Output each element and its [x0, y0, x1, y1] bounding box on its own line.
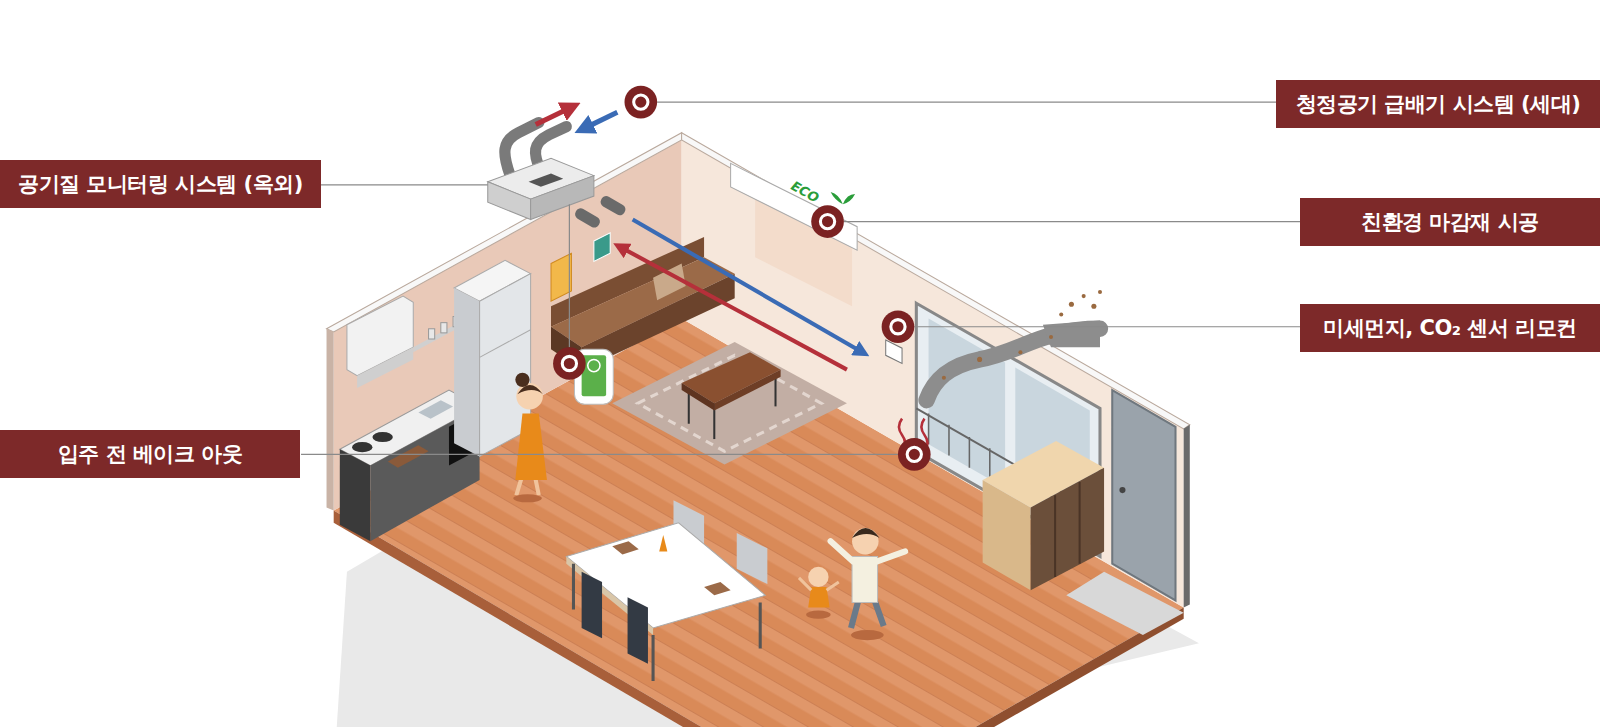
threshold: [1066, 572, 1183, 635]
duct-outlet: [573, 206, 602, 229]
man: [852, 528, 880, 538]
wall-end: [1184, 425, 1190, 608]
sink: [418, 400, 453, 418]
woman: [515, 414, 547, 480]
counter-side: [340, 449, 371, 541]
cooktop: [352, 442, 372, 452]
return-air-arrow: [620, 247, 847, 370]
cooktop: [372, 432, 392, 442]
entrance-door: [1112, 390, 1175, 600]
table-leg: [573, 564, 760, 681]
supply-arrow: [584, 112, 618, 128]
callout-label: 공기질 모니터링 시스템 (옥외): [0, 160, 321, 208]
rug: [612, 342, 847, 465]
air-conditioner: [731, 163, 858, 250]
wall-end: [327, 329, 334, 511]
supply-air-arrow: [633, 220, 863, 353]
sensor-remote: [886, 340, 902, 363]
window-pane: [929, 319, 1006, 488]
callout-label: 청정공기 급배기 시스템 (세대): [1276, 80, 1600, 128]
cup: [441, 323, 447, 333]
woman: [517, 385, 543, 394]
dust-flow: [1043, 321, 1100, 348]
label-text: 청정공기 급배기 시스템 (세대): [1296, 90, 1581, 118]
cutting-board: [388, 445, 429, 467]
shadow: [806, 611, 830, 619]
child: [799, 578, 839, 590]
callout-dots: [553, 86, 931, 471]
placemat: [704, 582, 731, 595]
coffee-table: [682, 383, 715, 411]
fridge: [454, 288, 480, 456]
chair: [628, 597, 648, 663]
leader-lines: [301, 102, 1302, 454]
label-text: 공기질 모니터링 시스템 (옥외): [18, 170, 303, 198]
coffee-table: [714, 370, 780, 411]
dust-particles: [942, 290, 1102, 380]
wall-picture: [551, 253, 571, 301]
woman: [516, 383, 543, 410]
woman: [515, 373, 529, 387]
shadow: [851, 630, 884, 640]
outdoor-unit: [488, 182, 531, 220]
fridge-line: [480, 330, 531, 358]
exhaust-arrow: [536, 107, 572, 124]
range-hood: [357, 347, 413, 388]
callout-label: 친환경 마감재 시공: [1300, 198, 1600, 246]
callout-label: 미세먼지, CO₂ 센서 리모컨: [1300, 304, 1600, 352]
shoe-cabinet: [1031, 468, 1104, 591]
thermostat: [594, 233, 610, 262]
cup: [429, 329, 435, 339]
cabinet-door: [1055, 482, 1079, 577]
floor-edge: [334, 511, 837, 727]
label-text: 입주 전 베이크 아웃: [58, 440, 242, 468]
duct-outlet: [599, 194, 628, 217]
shadow: [513, 494, 542, 502]
label-text: 친환경 마감재 시공: [1361, 208, 1539, 236]
vase: [659, 535, 667, 551]
child: [808, 587, 829, 607]
right-wall: [682, 140, 1184, 608]
man: [852, 556, 878, 602]
outdoor-unit-vent: [529, 174, 564, 187]
label-text: 미세먼지, CO₂ 센서 리모컨: [1323, 314, 1576, 342]
shoe-cabinet: [983, 480, 1031, 590]
placemat: [612, 541, 639, 554]
door-handle: [1119, 487, 1125, 493]
child: [808, 567, 828, 587]
wall-cap: [682, 133, 1190, 429]
phone-icon: [588, 359, 600, 371]
chair: [582, 572, 602, 638]
leaf-icon: [831, 192, 855, 204]
callout-label: 입주 전 베이크 아웃: [0, 430, 300, 478]
